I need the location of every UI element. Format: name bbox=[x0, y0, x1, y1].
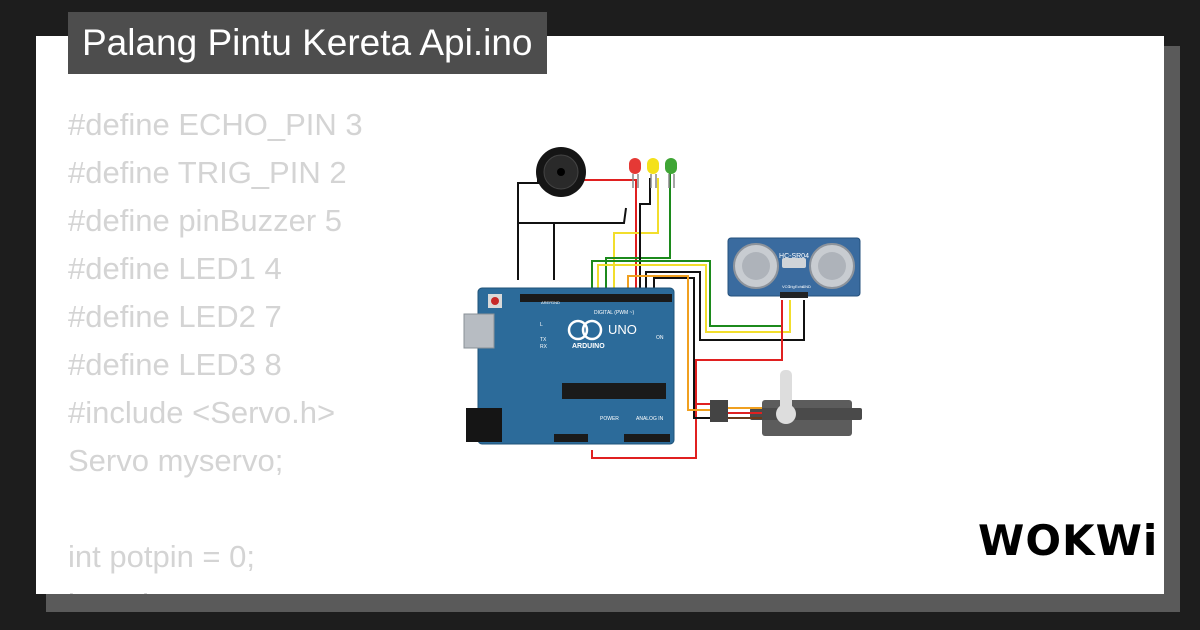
buzzer[interactable] bbox=[536, 147, 586, 197]
rx-label: RX bbox=[540, 344, 548, 350]
sensor-label: HC-SR04 bbox=[779, 253, 809, 260]
code-line bbox=[68, 490, 363, 538]
sensor-pin-label: Trig bbox=[788, 284, 795, 289]
analog-label: ANALOG IN bbox=[636, 416, 664, 422]
led-body bbox=[665, 158, 677, 174]
circuit-diagram: HC-SR04 VCC Trig Echo GND DIGITAL (PWM ~… bbox=[463, 147, 862, 459]
code-preview: #define ECHO_PIN 3 #define TRIG_PIN 2 #d… bbox=[68, 106, 363, 594]
code-line: #define TRIG_PIN 2 bbox=[68, 155, 347, 190]
wokwi-logo[interactable]: WOKWi bbox=[978, 516, 1159, 565]
code-line: #define pinBuzzer 5 bbox=[68, 203, 343, 238]
on-label: ON bbox=[656, 335, 664, 341]
led-yellow[interactable] bbox=[647, 158, 659, 188]
wire-red bbox=[695, 300, 783, 404]
wire-black bbox=[518, 207, 627, 224]
wire-red bbox=[591, 403, 710, 459]
code-line: #define ECHO_PIN 3 bbox=[68, 107, 363, 142]
ultrasonic-sensor[interactable]: HC-SR04 VCC Trig Echo GND bbox=[727, 237, 861, 298]
board-brand: ARDUINO bbox=[572, 343, 605, 350]
arduino-uno-board[interactable]: DIGITAL (PWM ~) AREF GND UNO ARDUINO L T… bbox=[463, 287, 675, 445]
code-line: #include <Servo.h> bbox=[68, 395, 336, 430]
aref-label: AREF bbox=[541, 300, 552, 305]
power-label: POWER bbox=[600, 416, 619, 422]
wire-black bbox=[645, 271, 805, 341]
wire-orange bbox=[627, 275, 710, 411]
wires bbox=[517, 166, 805, 459]
code-line: int val; bbox=[68, 586, 363, 594]
led-body bbox=[647, 158, 659, 174]
code-line: #define LED1 4 bbox=[68, 251, 282, 286]
wire-black bbox=[639, 178, 651, 288]
page-title: Palang Pintu Kereta Api.ino bbox=[68, 12, 547, 74]
led-body bbox=[629, 158, 641, 174]
servo-motor[interactable] bbox=[710, 370, 862, 436]
digital-label: DIGITAL (PWM ~) bbox=[594, 310, 634, 316]
sensor-pin-label: Echo bbox=[795, 284, 805, 289]
led-green[interactable] bbox=[665, 158, 677, 188]
code-line: #define LED2 7 bbox=[68, 299, 282, 334]
wire-green bbox=[605, 170, 671, 288]
code-line: #define LED3 8 bbox=[68, 347, 282, 382]
preview-card: #define ECHO_PIN 3 #define TRIG_PIN 2 #d… bbox=[36, 36, 1164, 594]
board-model: UNO bbox=[608, 322, 637, 337]
wire-black bbox=[653, 277, 710, 419]
tx-label: TX bbox=[540, 337, 547, 343]
sensor-pin-label: VCC bbox=[782, 284, 791, 289]
code-line: int potpin = 0; bbox=[68, 539, 255, 574]
gnd-label: GND bbox=[551, 300, 560, 305]
l-led-label: L bbox=[540, 322, 543, 328]
code-line: Servo myservo; bbox=[68, 443, 284, 478]
led-red[interactable] bbox=[629, 158, 641, 188]
wire-yellow bbox=[597, 264, 791, 333]
sensor-pin-label: GND bbox=[802, 284, 811, 289]
